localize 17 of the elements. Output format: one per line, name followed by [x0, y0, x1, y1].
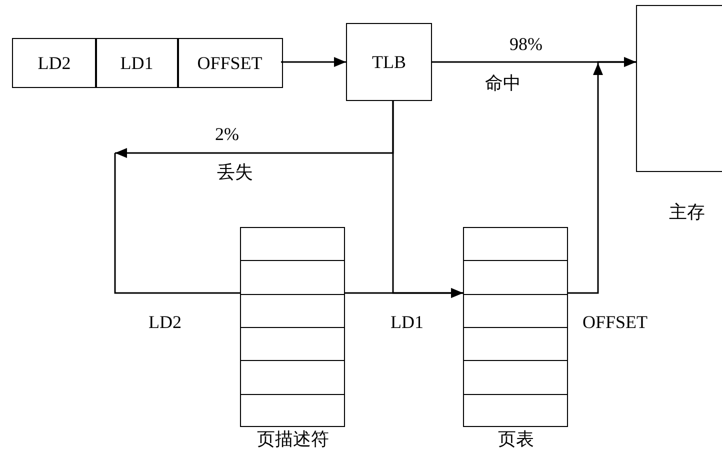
arrow [568, 57, 636, 294]
arrow [392, 101, 463, 298]
text-label: LD1 [390, 313, 424, 331]
edge-label: 98% [510, 35, 542, 53]
edge-label: 2% [215, 125, 239, 143]
box-caption: 主存 [669, 204, 705, 222]
box-caption: 页描述符 [257, 431, 329, 449]
register-field: LD2 [12, 38, 96, 88]
register-field: OFFSET [177, 38, 282, 88]
text-label: 命中 [485, 75, 521, 93]
process-box: TLB [346, 23, 432, 101]
arrow [281, 57, 346, 67]
register-field: LD1 [95, 38, 178, 88]
text-label: 丢失 [217, 164, 253, 182]
text-label: LD2 [148, 313, 182, 331]
text-label: OFFSET [582, 313, 648, 331]
box-caption: 页表 [498, 431, 534, 449]
